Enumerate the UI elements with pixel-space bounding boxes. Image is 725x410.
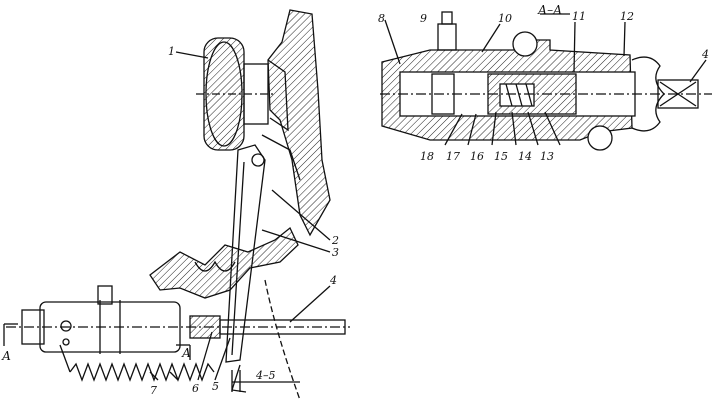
- pulley-part-1: [196, 37, 276, 151]
- callout-5: 5: [212, 380, 219, 393]
- callout-16: 16: [470, 150, 484, 163]
- callout-1: 1: [168, 45, 175, 58]
- callout-11: 11: [572, 10, 586, 23]
- callout-7: 7: [150, 384, 157, 397]
- callout-4: 4: [329, 274, 337, 287]
- dimension-label: 4–5: [255, 369, 276, 382]
- callout-labels: 1 2 3 4 5 6 7 8 9 10 11 12 13 14 15 16 1…: [150, 10, 709, 397]
- callout-10: 10: [498, 12, 512, 25]
- callout-13: 13: [540, 150, 554, 163]
- push-rod: [219, 319, 346, 335]
- section-view-a-a: [380, 11, 712, 151]
- master-cylinder: [6, 285, 350, 354]
- callout-2: 2: [331, 234, 339, 247]
- callout-15: 15: [494, 150, 508, 163]
- assembly-view: [3, 9, 350, 401]
- callout-14: 14: [518, 150, 532, 163]
- callout-6: 6: [192, 382, 199, 395]
- callout-18: 18: [420, 150, 434, 163]
- callout-12: 12: [620, 10, 634, 23]
- return-spring: [59, 344, 215, 382]
- dimension-4-5: [231, 370, 300, 392]
- section-arrow-right: [176, 344, 191, 360]
- section-letter-right: А: [181, 346, 191, 360]
- callout-4-section: 4: [701, 48, 709, 61]
- section-title: А–А: [537, 3, 562, 17]
- section-labels: А–А А А 4–5: [1, 3, 562, 382]
- pedal-boot: [149, 226, 299, 299]
- section-arrow-left: [3, 323, 18, 346]
- callout-9: 9: [420, 12, 427, 25]
- callout-3: 3: [332, 246, 339, 259]
- callout-8: 8: [378, 12, 385, 25]
- housing: [261, 9, 331, 237]
- callout-17: 17: [446, 150, 460, 163]
- section-letter-left: А: [1, 349, 11, 363]
